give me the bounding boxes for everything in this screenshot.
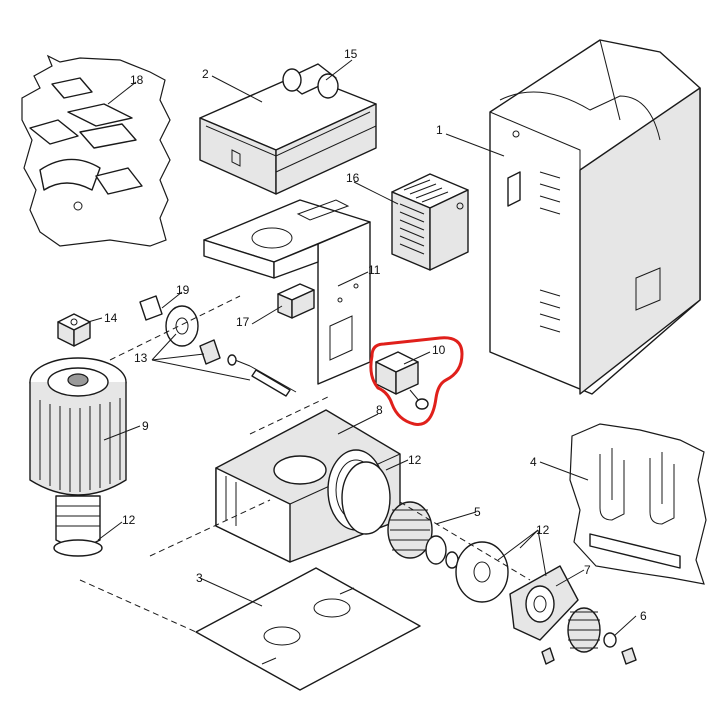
callout-4: 4 [530, 455, 537, 469]
callout-3: 3 [196, 571, 203, 585]
part-7-cover-flange [509, 565, 579, 641]
part-10-limit-switch [375, 351, 429, 410]
part-19-13-encoder [139, 295, 297, 397]
part-11-mounting-plate [203, 199, 371, 385]
callout-17: 17 [236, 315, 250, 329]
highlight-ring [369, 336, 464, 426]
part-9-motor [29, 357, 127, 547]
part-12-housing-seal [341, 461, 391, 535]
leader-lines [87, 59, 637, 637]
part-12-motor-seal [53, 539, 103, 557]
callout-12-motor: 12 [122, 513, 136, 527]
callout-14: 14 [104, 311, 118, 325]
part-16-heatsink [391, 173, 469, 271]
callout-6: 6 [640, 609, 647, 623]
callout-12-gasket: 12 [536, 523, 550, 537]
part-14-bracket [57, 313, 91, 347]
callout-2: 2 [202, 67, 209, 81]
callout-15: 15 [344, 47, 358, 61]
callout-13: 13 [134, 351, 148, 365]
part-15-capacitor [282, 63, 339, 99]
callout-5: 5 [474, 505, 481, 519]
callout-19: 19 [176, 283, 190, 297]
callout-11: 11 [368, 263, 381, 277]
part-6-pinion [541, 607, 637, 665]
callout-10: 10 [432, 343, 446, 357]
callout-7: 7 [584, 563, 591, 577]
callout-16: 16 [346, 171, 360, 185]
part-17-relay [277, 283, 315, 319]
part-1-housing-cover [489, 39, 701, 395]
part-12-gasket [455, 541, 509, 603]
callout-18: 18 [130, 73, 144, 87]
assembly-guide-lines [79, 295, 531, 633]
part-3-base-plate [195, 567, 421, 691]
part-5-gear-shaft [387, 501, 459, 569]
callout-1: 1 [436, 123, 443, 137]
callout-12-housing: 12 [408, 453, 422, 467]
part-18-bracket-kit [21, 54, 171, 247]
part-4-foundation-bolts [569, 423, 707, 585]
callout-9: 9 [142, 419, 149, 433]
callout-8: 8 [376, 403, 383, 417]
